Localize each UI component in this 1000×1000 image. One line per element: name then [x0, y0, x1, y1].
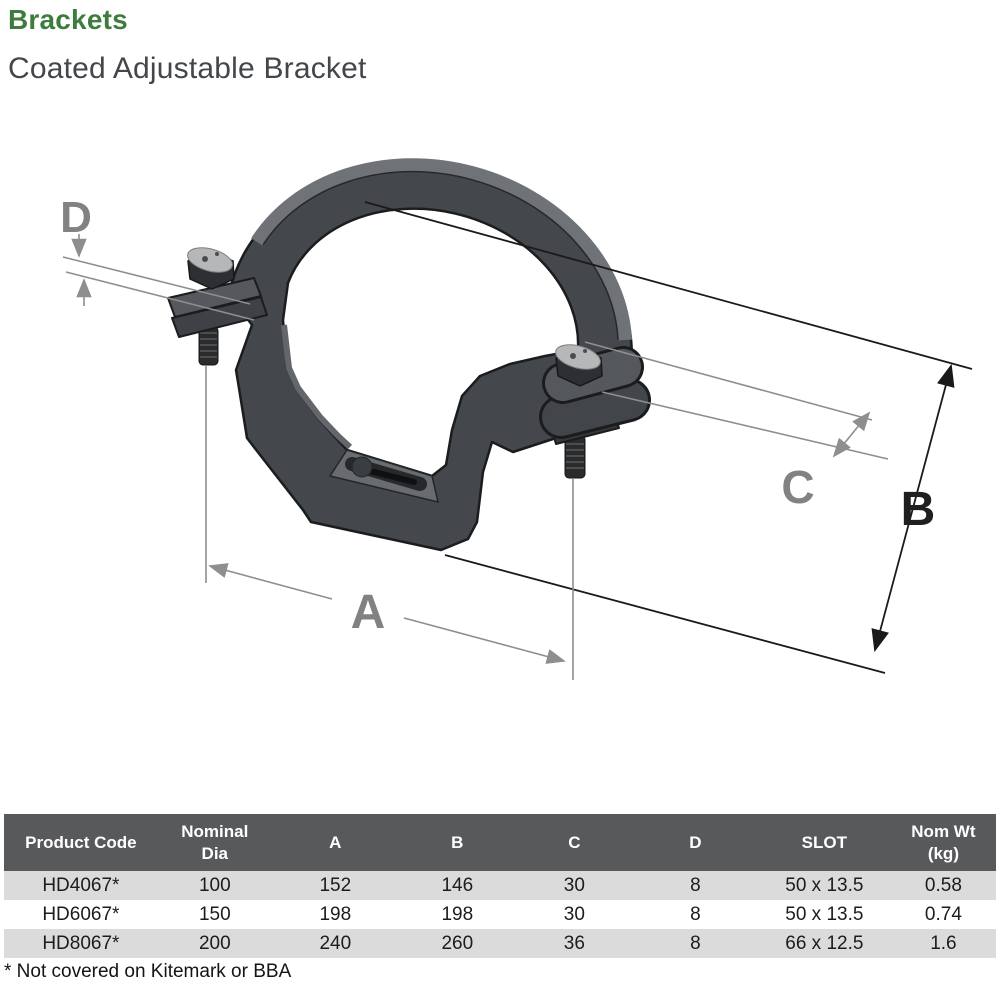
table-row: HD8067* 200 240 260 36 8 66 x 12.5 1.6	[4, 929, 996, 958]
cell-c: 30	[563, 903, 585, 925]
left-flange-lower-plate	[171, 296, 268, 338]
dimension-c	[584, 341, 889, 460]
right-flange-lower-plate	[542, 381, 648, 436]
table-footnote: * Not covered on Kitemark or BBA	[4, 961, 292, 982]
dim-b-ext-upper	[364, 201, 973, 370]
column-header-a: A	[271, 814, 399, 871]
right-bolt-stud	[564, 435, 586, 479]
cell-slot: 66 x 12.5	[785, 932, 864, 954]
cell-nom-wt: 1.6	[930, 932, 957, 954]
cell-slot: 50 x 13.5	[785, 874, 864, 896]
right-nut-dot	[570, 353, 576, 359]
column-header-product-code: Product Code	[4, 814, 158, 871]
cell-nominal-dia: 150	[198, 903, 231, 925]
cell-b: 198	[441, 903, 474, 925]
table-row: HD4067* 100 152 146 30 8 50 x 13.5 0.58	[4, 871, 996, 900]
table-row: HD6067* 150 198 198 30 8 50 x 13.5 0.74	[4, 900, 996, 929]
column-header-b: B	[398, 814, 516, 871]
dim-d-ext-upper	[62, 256, 251, 305]
left-nut-top-face	[187, 247, 233, 273]
right-bolt-threads	[566, 443, 584, 469]
dim-b-arrow	[871, 363, 955, 653]
spec-table: Product Code Nominal Dia A B C D SLOT No…	[4, 814, 996, 958]
cell-b: 146	[441, 874, 474, 896]
cell-c: 30	[563, 874, 585, 896]
cell-product-code: HD8067*	[42, 932, 120, 954]
left-bolt	[167, 247, 268, 366]
cell-slot: 50 x 13.5	[785, 903, 864, 925]
cell-d: 8	[690, 874, 701, 896]
dimension-a	[205, 365, 574, 680]
spec-table-section: Product Code Nominal Dia A B C D SLOT No…	[4, 814, 996, 983]
cell-a: 198	[319, 903, 352, 925]
dimension-label-c: C	[781, 461, 814, 513]
table-header-row: Product Code Nominal Dia A B C D SLOT No…	[4, 814, 996, 871]
dimension-b	[364, 201, 973, 674]
right-nut-dot-small	[583, 349, 587, 353]
cell-a: 240	[319, 932, 352, 954]
cell-nominal-dia: 100	[198, 874, 231, 896]
dimension-label-d: D	[60, 193, 92, 242]
left-nut-dot-small	[215, 252, 219, 256]
cell-b: 260	[441, 932, 474, 954]
page-subtitle: Coated Adjustable Bracket	[8, 52, 367, 85]
left-bolt-threads	[200, 332, 217, 358]
dim-a-arrow-right	[403, 617, 566, 664]
page-title: Brackets	[8, 4, 128, 35]
cell-nom-wt: 0.58	[924, 874, 962, 896]
bracket-body	[227, 158, 633, 552]
column-header-d: D	[632, 814, 758, 871]
dim-a-arrow-left	[208, 563, 333, 600]
right-bolt	[539, 344, 651, 479]
cell-nominal-dia: 200	[198, 932, 231, 954]
cell-a: 152	[319, 874, 352, 896]
base-counterbore	[351, 456, 373, 478]
dim-b-ext-lower	[444, 554, 886, 674]
column-header-nom-wt: Nom Wt (kg)	[890, 814, 996, 871]
column-header-slot: SLOT	[757, 814, 891, 871]
cell-product-code: HD4067*	[42, 874, 120, 896]
dim-d-ext-lower	[65, 271, 255, 321]
cell-product-code: HD6067*	[42, 903, 120, 925]
ring-surface-edge	[262, 170, 619, 341]
cell-d: 8	[690, 932, 701, 954]
bracket-drawing: D C B A	[60, 158, 973, 680]
column-header-nominal-dia: Nominal Dia	[157, 814, 272, 871]
column-header-c: C	[515, 814, 633, 871]
dimension-d	[62, 234, 255, 321]
cell-c: 36	[563, 932, 585, 954]
inner-surface-highlight	[281, 324, 353, 450]
dim-c-arrow	[832, 411, 871, 458]
right-nut-top-face	[555, 344, 601, 370]
cell-nom-wt: 0.74	[924, 903, 962, 925]
dimension-label-b: B	[901, 483, 936, 536]
dim-c-ext-lower	[601, 391, 889, 460]
left-nut-dot	[202, 256, 208, 262]
dim-c-ext-upper	[584, 341, 873, 421]
ring-top-surface	[251, 158, 632, 341]
dimension-label-a: A	[351, 586, 386, 639]
cell-d: 8	[690, 903, 701, 925]
